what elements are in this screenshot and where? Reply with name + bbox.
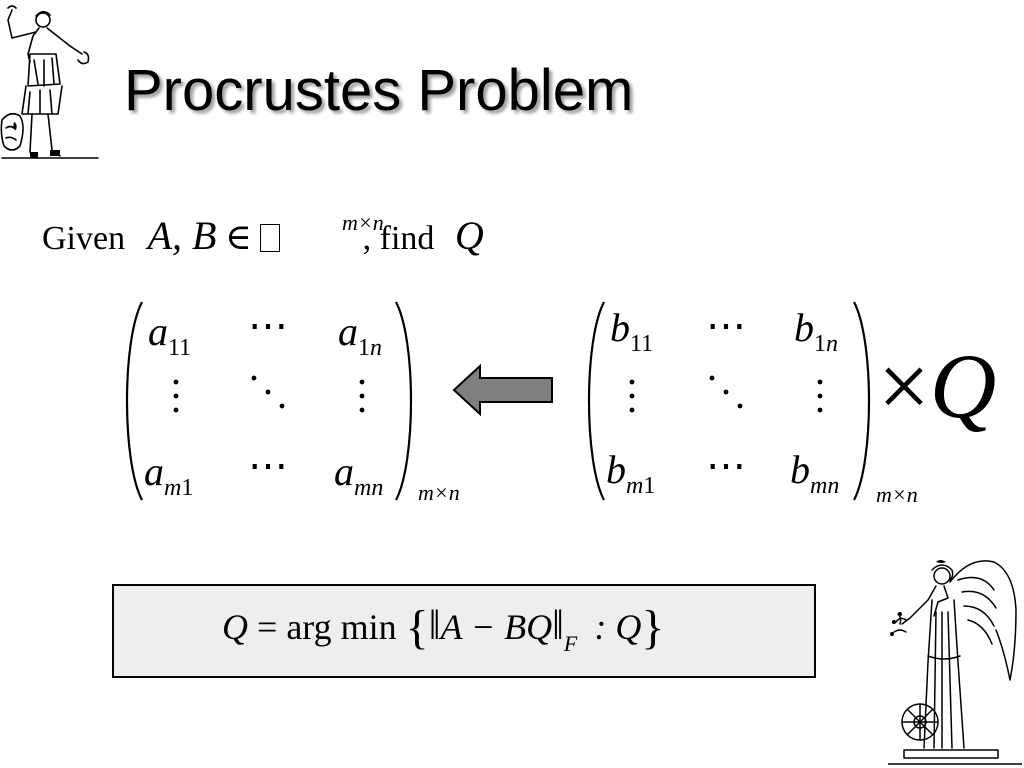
left-arrow-icon bbox=[452, 364, 553, 416]
formula-lhs: Q bbox=[222, 607, 248, 647]
given-statement: Given A, B ∈ m×n , find Q bbox=[42, 210, 484, 272]
matrix-a-cell: a1n bbox=[338, 309, 382, 361]
formula-norm-open: ‖ bbox=[428, 603, 441, 649]
matrix-b-cell: b11 bbox=[610, 305, 654, 357]
warrior-statue-illustration bbox=[0, 5, 99, 159]
multiplier-q: Q bbox=[929, 335, 997, 437]
diagonal-dots-icon bbox=[709, 375, 743, 409]
formula-box bbox=[112, 584, 816, 678]
procrustes-formula: Q = arg min {‖A − BQ‖F : Q} bbox=[222, 601, 665, 655]
element-of-symbol: ∈ bbox=[224, 217, 252, 257]
matrix-a-cell: am1 bbox=[144, 449, 194, 501]
matrix-a-cell: ⋯ bbox=[248, 443, 288, 488]
slide-title: Procrustes Problem bbox=[124, 58, 634, 123]
matrix-b-right-paren bbox=[853, 301, 871, 501]
matrix-a-dimension: m×n bbox=[418, 480, 460, 505]
find-text: , find bbox=[362, 220, 435, 257]
winged-statue-illustration bbox=[888, 560, 1022, 765]
vertical-dots-icon bbox=[173, 379, 179, 413]
vertical-dots-icon bbox=[629, 379, 635, 413]
formula-open-brace: { bbox=[405, 601, 429, 654]
formula-norm-subscript: F bbox=[563, 631, 578, 656]
matrix-a-right-paren bbox=[395, 301, 413, 501]
matrix-b-cell: ⋯ bbox=[706, 443, 746, 488]
matrix-a-left-paren bbox=[125, 301, 143, 501]
formula-argmin: arg min bbox=[286, 607, 397, 647]
times-q-multiplier: ×Q bbox=[878, 340, 996, 432]
formula-constraint: : Q bbox=[594, 607, 642, 647]
formula-body: A − BQ bbox=[440, 607, 553, 647]
matrix-a-cell: amn bbox=[334, 449, 384, 501]
matrix-a-cell: a11 bbox=[148, 309, 192, 361]
matrix-b-left-paren bbox=[587, 301, 605, 501]
times-symbol: × bbox=[878, 335, 930, 437]
given-variables: A, B bbox=[147, 213, 217, 258]
formula-equals: = bbox=[257, 607, 278, 647]
matrix-b-cell: b1n bbox=[794, 305, 838, 357]
matrix-b-cell: bmn bbox=[790, 447, 840, 499]
given-target-q: Q bbox=[454, 213, 484, 258]
given-word: Given bbox=[42, 220, 126, 257]
matrix-b-cell: bm1 bbox=[606, 447, 656, 499]
matrix-b-dimension: m×n bbox=[876, 482, 918, 507]
diagonal-dots-icon bbox=[251, 375, 285, 409]
vertical-dots-icon bbox=[359, 379, 365, 413]
formula-close-brace: } bbox=[641, 601, 665, 654]
vertical-dots-icon bbox=[817, 379, 823, 413]
matrix-b-cell: ⋯ bbox=[706, 303, 746, 348]
formula-norm-close: ‖ bbox=[552, 603, 564, 649]
given-dimension-superscript: m×n bbox=[342, 210, 384, 235]
missing-glyph-box-icon bbox=[260, 224, 281, 252]
matrix-a-cell: ⋯ bbox=[248, 303, 288, 348]
